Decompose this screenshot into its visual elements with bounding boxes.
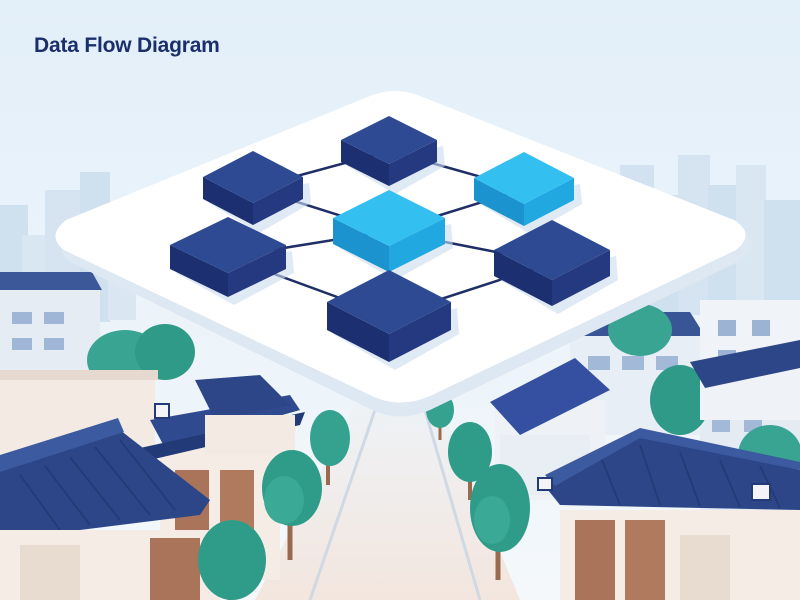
- diagram-node-n4: [333, 190, 453, 280]
- diagram-node-n2: [341, 116, 445, 194]
- page-title: Data Flow Diagram: [34, 34, 220, 57]
- diagram-node-n1: [203, 151, 311, 233]
- diagram-nodes: [170, 116, 618, 370]
- diagram-node-n6: [494, 220, 618, 314]
- diagram-node-n5: [170, 217, 294, 305]
- diagram-node-n3: [474, 152, 582, 234]
- diagram-node-n7: [327, 270, 459, 370]
- left-traditional-houses: [0, 370, 305, 600]
- right-traditional-houses: [490, 340, 800, 600]
- street-trees: [198, 392, 530, 600]
